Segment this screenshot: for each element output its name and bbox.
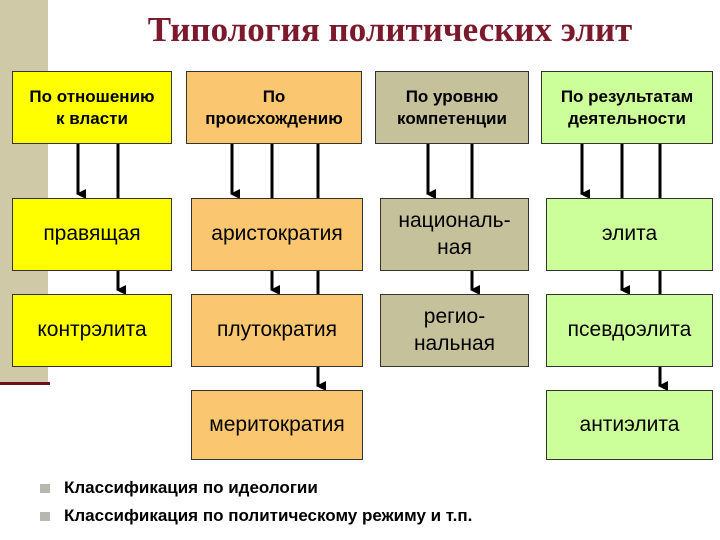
item-counter-elite: контрэлита: [12, 294, 172, 367]
bullet-square-icon: [40, 512, 50, 521]
list-item: Классификация по политическому режиму и …: [40, 502, 472, 530]
bullet-square-icon: [40, 484, 50, 493]
item-elite: элита: [546, 198, 713, 271]
page-title: Типология политических элит: [147, 10, 633, 49]
sidebar-accent-line: [0, 382, 50, 385]
item-ruling: правящая: [12, 198, 172, 271]
item-pseudo-elite: псевдоэлита: [546, 294, 713, 367]
item-meritocracy: меритократия: [191, 390, 363, 460]
list-item: Классификация по идеологии: [40, 474, 472, 502]
item-plutocracy: плутократия: [191, 294, 363, 367]
item-aristocracy: аристократия: [191, 198, 363, 271]
bullet-list: Классификация по идеологии Классификация…: [40, 474, 472, 530]
item-regional: регио-нальная: [380, 294, 529, 367]
item-anti-elite: антиэлита: [546, 390, 713, 460]
item-national: националь-ная: [380, 198, 529, 271]
